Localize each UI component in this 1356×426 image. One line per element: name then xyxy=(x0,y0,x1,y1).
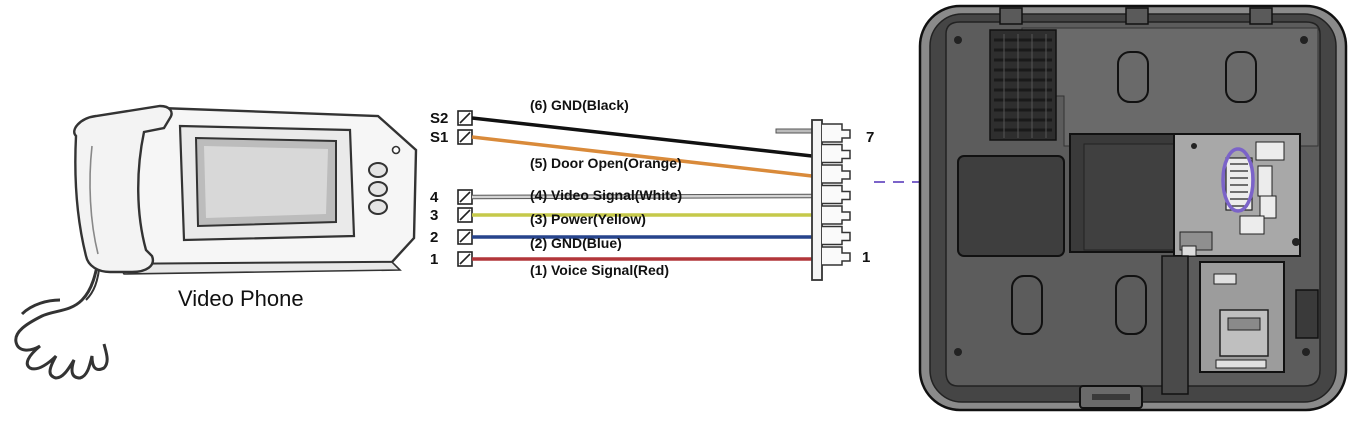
wire-label: (1) Voice Signal(Red) xyxy=(530,262,669,278)
wire-6: (6) GND(Black) xyxy=(471,97,813,158)
connector-pin-label-top: 7 xyxy=(866,129,874,146)
terminal-s1: S1 xyxy=(430,129,473,146)
wire-label: (6) GND(Black) xyxy=(530,97,629,113)
wire-5: (5) Door Open(Orange) xyxy=(471,135,813,178)
terminal-3: 3 xyxy=(430,207,473,224)
terminal-2: 2 xyxy=(430,229,473,246)
connector-highlight-circle xyxy=(1221,147,1255,213)
terminal-4: 4 xyxy=(430,189,473,206)
video-phone-caption: Video Phone xyxy=(178,286,304,311)
connector-pin xyxy=(822,143,851,164)
wire-line xyxy=(471,135,813,178)
wire-label: (3) Power(Yellow) xyxy=(530,211,646,227)
terminal-label: 4 xyxy=(430,189,439,206)
connector-pin xyxy=(822,184,851,205)
coiled-cord xyxy=(14,249,109,380)
wire-harness: (6) GND(Black) (5) Door Open(Orange) (4) V… xyxy=(471,97,813,278)
terminal-label: 1 xyxy=(430,251,438,268)
terminal-1: 1 xyxy=(430,251,473,268)
circuit-board xyxy=(1173,133,1301,257)
connector-pin xyxy=(822,246,851,266)
terminal-label: S1 xyxy=(430,129,448,146)
video-phone: Video Phone xyxy=(14,104,418,380)
terminal-s2: S2 xyxy=(430,110,473,127)
connector-pin xyxy=(822,225,851,246)
wire-line xyxy=(471,194,813,199)
wire-label: (5) Door Open(Orange) xyxy=(530,155,682,171)
connector-pin xyxy=(822,164,851,184)
led-indicator xyxy=(391,145,401,155)
wire-4: (4) Video Signal(White) xyxy=(471,187,813,203)
wire-label: (2) GND(Blue) xyxy=(530,235,622,251)
wire-label: (4) Video Signal(White) xyxy=(530,187,682,203)
wire-1: (1) Voice Signal(Red) xyxy=(472,257,812,278)
phone-button-3 xyxy=(368,199,388,215)
terminal-label: S2 xyxy=(430,110,448,127)
phone-button-1 xyxy=(368,162,388,178)
wire-line xyxy=(471,116,813,158)
door-panel-back xyxy=(918,4,1348,412)
terminal-label: 3 xyxy=(430,207,438,224)
connector-pin-label-bottom: 1 xyxy=(862,249,870,266)
phone-button-2 xyxy=(368,181,388,197)
wire-2: (2) GND(Blue) xyxy=(472,235,812,251)
connector-pin xyxy=(822,123,851,143)
connector-pin xyxy=(822,205,851,225)
vent-grille xyxy=(989,29,1057,141)
handset xyxy=(73,104,173,274)
seven-pin-connector: 7 1 xyxy=(775,119,874,281)
wire-3: (3) Power(Yellow) xyxy=(472,211,812,227)
card-slot-module xyxy=(1199,261,1285,373)
terminal-label: 2 xyxy=(430,229,438,246)
